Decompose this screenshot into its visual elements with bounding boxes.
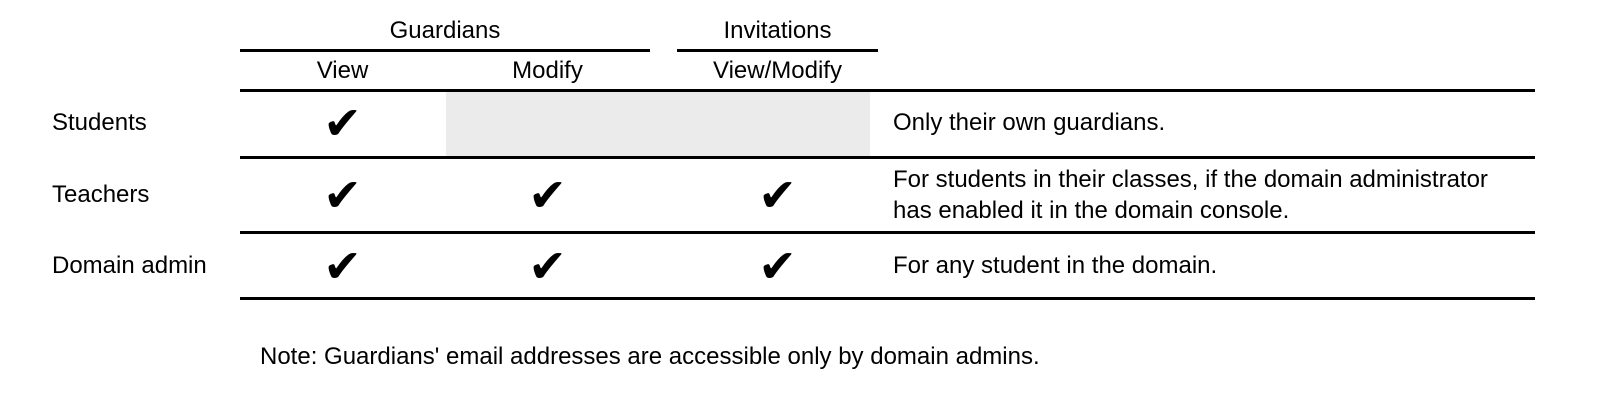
cell-teachers-guardians-modify: ✔ <box>445 159 650 231</box>
note-teachers: For students in their classes, if the do… <box>893 166 1488 224</box>
check-icon: ✔ <box>758 168 797 222</box>
footnote: Note: Guardians' email addresses are acc… <box>260 343 1040 370</box>
invitations-group-underline <box>677 49 878 52</box>
cell-domain-admin-invitations-viewmodify: ✔ <box>677 234 878 297</box>
column-header-guardians-view: View <box>316 57 369 84</box>
check-icon: ✔ <box>323 95 362 150</box>
row-label-teachers: Teachers <box>52 181 150 208</box>
students-row-rule <box>240 156 1535 159</box>
check-icon: ✔ <box>323 168 362 222</box>
students-disabled-cells-region <box>446 92 870 156</box>
check-icon: ✔ <box>758 238 797 293</box>
table-row-teachers: Teachers ✔ ✔ ✔ For students in their cla… <box>0 159 1600 231</box>
cell-teachers-invitations-viewmodify: ✔ <box>677 159 878 231</box>
teachers-row-rule <box>240 231 1535 234</box>
cell-students-guardians-modify <box>445 89 650 156</box>
row-label-domain-admin: Domain admin <box>52 251 207 279</box>
header-bottom-rule <box>240 89 1535 92</box>
table-row-students: Students ✔ Only their own guardians. <box>0 89 1600 156</box>
cell-domain-admin-guardians-view: ✔ <box>240 234 445 297</box>
column-group-invitations-label: Invitations <box>723 17 832 44</box>
column-header-guardians-modify: Modify <box>512 57 583 84</box>
cell-teachers-guardians-view: ✔ <box>240 159 445 231</box>
column-group-guardians-label: Guardians <box>389 17 501 44</box>
note-students: Only their own guardians. <box>893 109 1166 136</box>
row-label-students: Students <box>52 108 147 136</box>
guardians-group-underline <box>240 49 650 52</box>
check-icon: ✔ <box>528 238 567 293</box>
column-header-invitations-viewmodify: View/Modify <box>713 57 842 84</box>
table-bottom-rule <box>240 297 1535 300</box>
note-domain-admin: For any student in the domain. <box>893 252 1218 279</box>
check-icon: ✔ <box>323 238 362 293</box>
check-icon: ✔ <box>528 168 567 222</box>
table-row-domain-admin: Domain admin ✔ ✔ ✔ For any student in th… <box>0 234 1600 297</box>
cell-domain-admin-guardians-modify: ✔ <box>445 234 650 297</box>
cell-students-invitations-viewmodify <box>677 89 878 156</box>
cell-students-guardians-view: ✔ <box>240 89 445 156</box>
